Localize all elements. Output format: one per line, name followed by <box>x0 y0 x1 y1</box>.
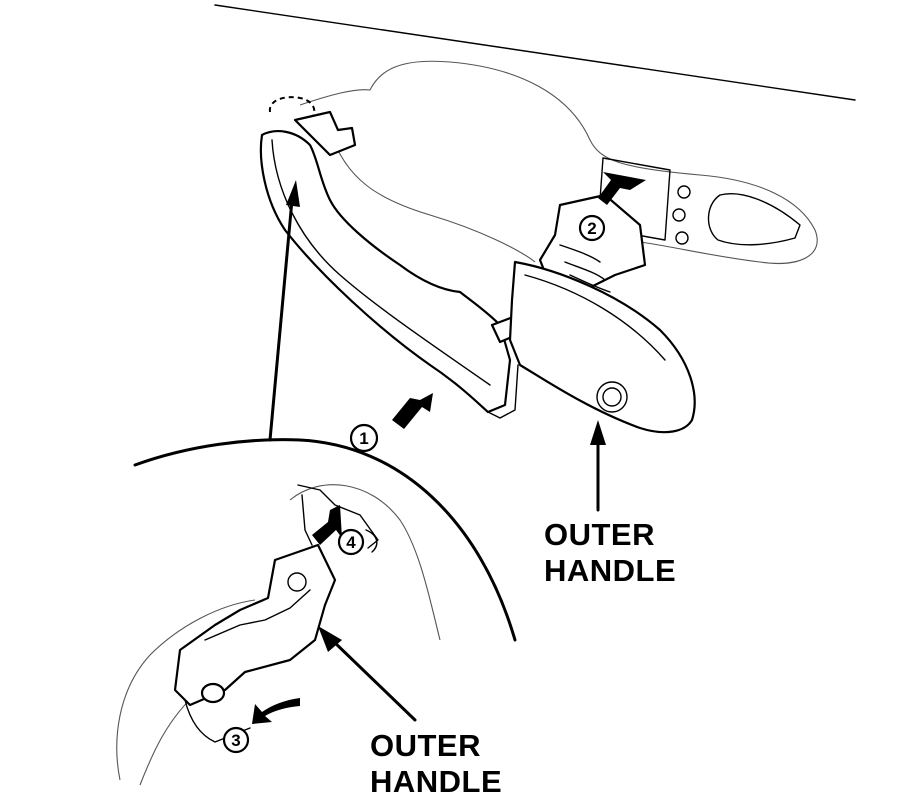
step-4-number: 4 <box>346 533 356 552</box>
key-cylinder <box>596 381 628 413</box>
handle-bracket <box>538 193 647 292</box>
outer-handle-label-detail-line2: HANDLE <box>370 764 502 799</box>
recess-inner <box>329 129 536 263</box>
door-hole <box>675 231 689 245</box>
leader-grip-head <box>286 180 300 207</box>
cap-edge <box>524 274 666 361</box>
step-4-arrow <box>312 505 342 545</box>
detail-recess <box>289 484 441 641</box>
door-edge-line <box>214 4 856 101</box>
outer-handle-label-main-line2: HANDLE <box>544 553 676 588</box>
outer-handle-cap <box>508 260 696 434</box>
detail-handle-face <box>184 699 251 743</box>
detail-boss <box>287 572 307 592</box>
step-1-number: 1 <box>359 429 368 448</box>
grip-handle-bottom <box>487 364 519 419</box>
step-2-number: 2 <box>587 219 596 238</box>
detail-pin <box>200 682 226 704</box>
step-3-arrow <box>252 698 300 724</box>
step-1-arrow <box>392 393 433 429</box>
detail-door-panel <box>116 599 256 781</box>
door-hole <box>677 185 691 199</box>
step-3-badge <box>222 726 250 754</box>
outer-handle-label-main-line1: OUTER <box>544 517 655 552</box>
door-recess <box>299 60 818 264</box>
detail-bracket-2 <box>301 494 313 546</box>
leader-detail-outer-handle <box>330 638 417 722</box>
key-cylinder-inner <box>602 387 622 407</box>
bracket-detail <box>559 244 611 293</box>
detail-circle <box>133 438 517 642</box>
step-4-rotate <box>365 529 378 553</box>
detail-outer-handle <box>173 543 337 707</box>
leader-detail-outer-handle-head <box>318 626 342 652</box>
detail-handle-edge <box>204 589 311 641</box>
step-2-arrow <box>598 172 646 205</box>
clip-dashed <box>268 96 316 119</box>
leader-outer-handle-head <box>590 420 606 445</box>
cylinder-cutout <box>707 193 801 246</box>
grip-handle-edge <box>271 139 491 386</box>
upper-bracket <box>293 110 357 157</box>
grip-handle <box>259 130 512 414</box>
outer-handle-label-detail-line1: OUTER <box>370 728 481 763</box>
step-3-number: 3 <box>231 731 240 750</box>
step-4-badge <box>337 528 365 556</box>
step-2-badge <box>578 214 606 242</box>
leader-grip <box>268 198 294 442</box>
step-1-badge <box>349 423 379 453</box>
door-hole <box>672 208 686 222</box>
